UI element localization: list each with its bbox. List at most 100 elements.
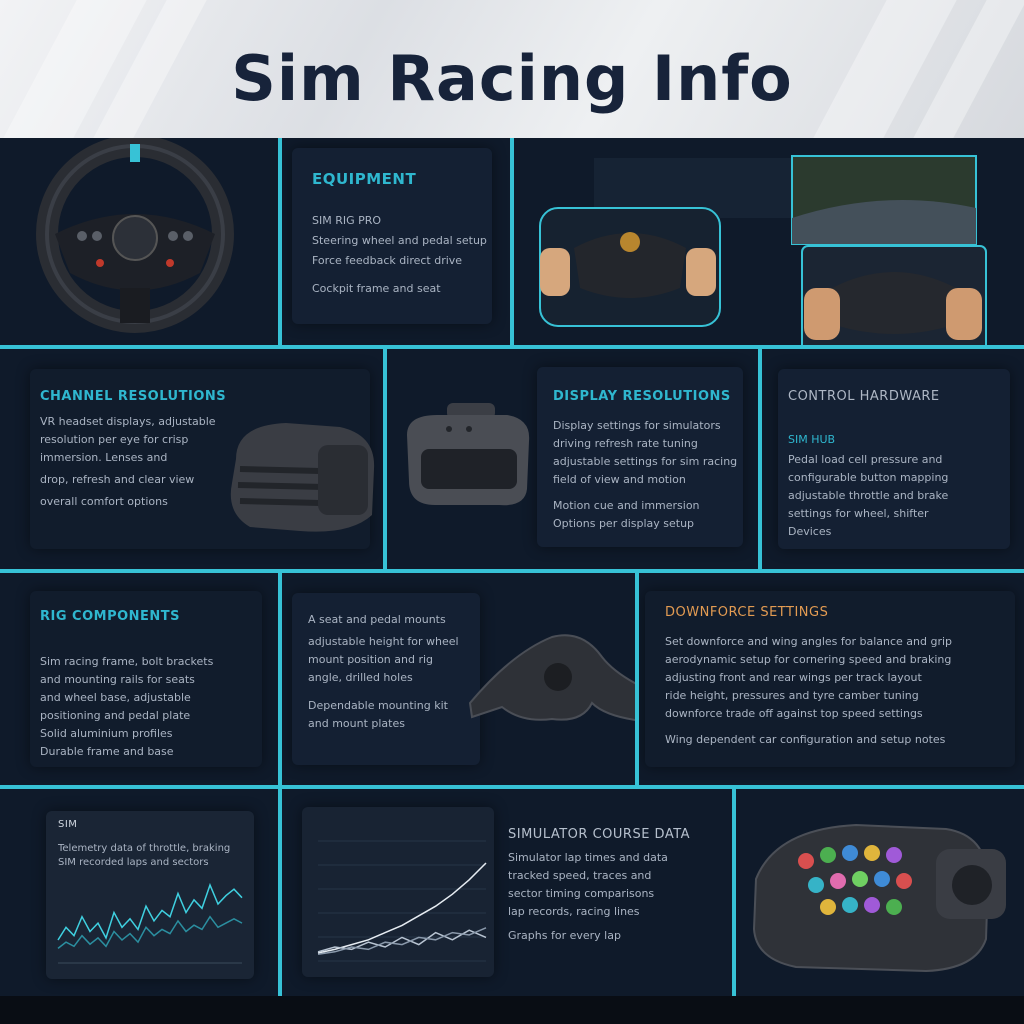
chart-series-line (57, 915, 243, 949)
panel-wheel (0, 138, 278, 345)
graph-line: Graphs for every lap (508, 929, 621, 942)
rig-line: Solid aluminium profiles (40, 727, 173, 740)
graph-line: Simulator lap times and data (508, 851, 668, 864)
pedal-line: and mount plates (308, 717, 405, 730)
button-box-icon (752, 823, 1006, 973)
panel-vr-mid: DISPLAY RESOLUTIONS Display settings for… (387, 349, 758, 569)
vr-mid-line: Display settings for simulators (553, 419, 721, 432)
equipment-line: Cockpit frame and seat (312, 282, 441, 295)
panel-button-box (736, 789, 1024, 996)
telemetry-label: SIM (58, 819, 78, 830)
telemetry-line: Telemetry data of throttle, braking (58, 843, 231, 854)
vr-right-line: configurable button mapping (788, 471, 949, 484)
pedal-line: mount position and rig (308, 653, 434, 666)
vr-right-line: settings for wheel, shifter (788, 507, 929, 520)
vr-mid-line: field of view and motion (553, 473, 686, 486)
vr-mid-line: Options per display setup (553, 517, 695, 530)
vr-mid-line: adjustable settings for sim racing (553, 455, 738, 468)
rig-line: and mounting rails for seats (40, 673, 195, 686)
graph-line: tracked speed, traces and (508, 869, 652, 882)
vr-headset-icon (230, 423, 375, 532)
graph-card (302, 807, 494, 977)
vr-right-line: SIM HUB (788, 433, 836, 446)
vr-right-line: adjustable throttle and brake (788, 489, 949, 502)
rig-line: positioning and pedal plate (40, 709, 191, 722)
equipment-title: EQUIPMENT (312, 170, 417, 188)
panel-graph: SIMULATOR COURSE DATA Simulator lap time… (282, 789, 732, 996)
downforce-line: adjusting front and rear wings per track… (665, 671, 922, 684)
chart-series-line (57, 882, 243, 941)
pedal-line: Dependable mounting kit (308, 699, 448, 712)
panel-sim-view (514, 138, 1024, 345)
divider (758, 349, 762, 569)
rig-line: Durable frame and base (40, 745, 174, 758)
rig-line: and wheel base, adjustable (40, 691, 191, 704)
downforce-card (645, 591, 1015, 767)
pedal-line: angle, drilled holes (308, 671, 413, 684)
graph-line: lap records, racing lines (508, 905, 640, 918)
rig-title: RIG COMPONENTS (40, 609, 181, 624)
steering-wheel-icon (36, 138, 234, 333)
chart-series-line (317, 927, 487, 955)
lap-chart (317, 840, 487, 962)
divider (510, 138, 514, 345)
page-title: Sim Racing Info (231, 42, 793, 115)
header: Sim Racing Info (0, 0, 1024, 138)
vr-left-line: overall comfort options (40, 495, 168, 508)
downforce-title: DOWNFORCE SETTINGS (665, 605, 829, 620)
divider (732, 789, 736, 996)
divider (278, 573, 282, 785)
vr-left-title: CHANNEL RESOLUTIONS (40, 389, 227, 404)
divider (0, 785, 1024, 789)
rig-line: Sim racing frame, bolt brackets (40, 655, 214, 668)
vr-mid-title: DISPLAY RESOLUTIONS (553, 389, 731, 404)
panel-equipment: EQUIPMENT SIM RIG PRO Steering wheel and… (282, 138, 510, 345)
pedal-line: adjustable height for wheel (308, 635, 459, 648)
divider (0, 345, 1024, 349)
divider (383, 349, 387, 569)
downforce-line: Set downforce and wing angles for balanc… (665, 635, 953, 648)
graph-title: SIMULATOR COURSE DATA (508, 827, 691, 842)
vr-left-line: immersion. Lenses and (40, 451, 168, 464)
pedal-card (292, 593, 480, 765)
equipment-card (292, 148, 492, 324)
downforce-line: aerodynamic setup for cornering speed an… (665, 653, 952, 666)
vr-right-title: CONTROL HARDWARE (788, 389, 940, 404)
panel-telemetry: SIM Telemetry data of throttle, braking … (0, 789, 278, 996)
panel-rig: RIG COMPONENTS Sim racing frame, bolt br… (0, 573, 278, 785)
downforce-line: downforce trade off against top speed se… (665, 707, 923, 720)
telemetry-card (46, 811, 254, 979)
downforce-line: ride height, pressures and tyre camber t… (665, 689, 919, 702)
graph-line: sector timing comparisons (508, 887, 655, 900)
panel-vr-right: CONTROL HARDWARE SIM HUB Pedal load cell… (762, 349, 1024, 569)
divider (0, 569, 1024, 573)
pedal-line: A seat and pedal mounts (308, 613, 446, 626)
panel-vr-left: CHANNEL RESOLUTIONS VR headset displays,… (0, 349, 383, 569)
vr-right-line: Devices (788, 525, 832, 538)
vr-goggles-icon (407, 403, 530, 506)
divider (635, 573, 639, 785)
equipment-line: Force feedback direct drive (312, 254, 463, 267)
vr-mid-line: Motion cue and immersion (553, 499, 700, 512)
equipment-line: Steering wheel and pedal setup (312, 234, 487, 247)
footer-strip (0, 996, 1024, 1024)
vr-left-line: resolution per eye for crisp (40, 433, 189, 446)
panel-pedal: A seat and pedal mounts adjustable heigh… (282, 573, 635, 785)
panel-downforce: DOWNFORCE SETTINGS Set downforce and win… (639, 573, 1024, 785)
equipment-line: SIM RIG PRO (312, 214, 382, 227)
vr-right-card (778, 369, 1010, 549)
downforce-line: Wing dependent car configuration and set… (665, 733, 946, 746)
divider (278, 138, 282, 345)
vr-left-line: drop, refresh and clear view (40, 473, 195, 486)
rig-card (30, 591, 262, 767)
pedal-base-icon (468, 634, 635, 721)
vr-mid-line: driving refresh rate tuning (553, 437, 698, 450)
telemetry-line: SIM recorded laps and sectors (58, 857, 209, 868)
vr-mid-card (537, 367, 743, 547)
vr-right-line: Pedal load cell pressure and (788, 453, 943, 466)
divider (278, 789, 282, 996)
chart-series-line (317, 862, 487, 954)
vr-left-line: VR headset displays, adjustable (40, 415, 216, 428)
sim-driving-image (539, 155, 987, 345)
telemetry-chart (57, 882, 243, 964)
